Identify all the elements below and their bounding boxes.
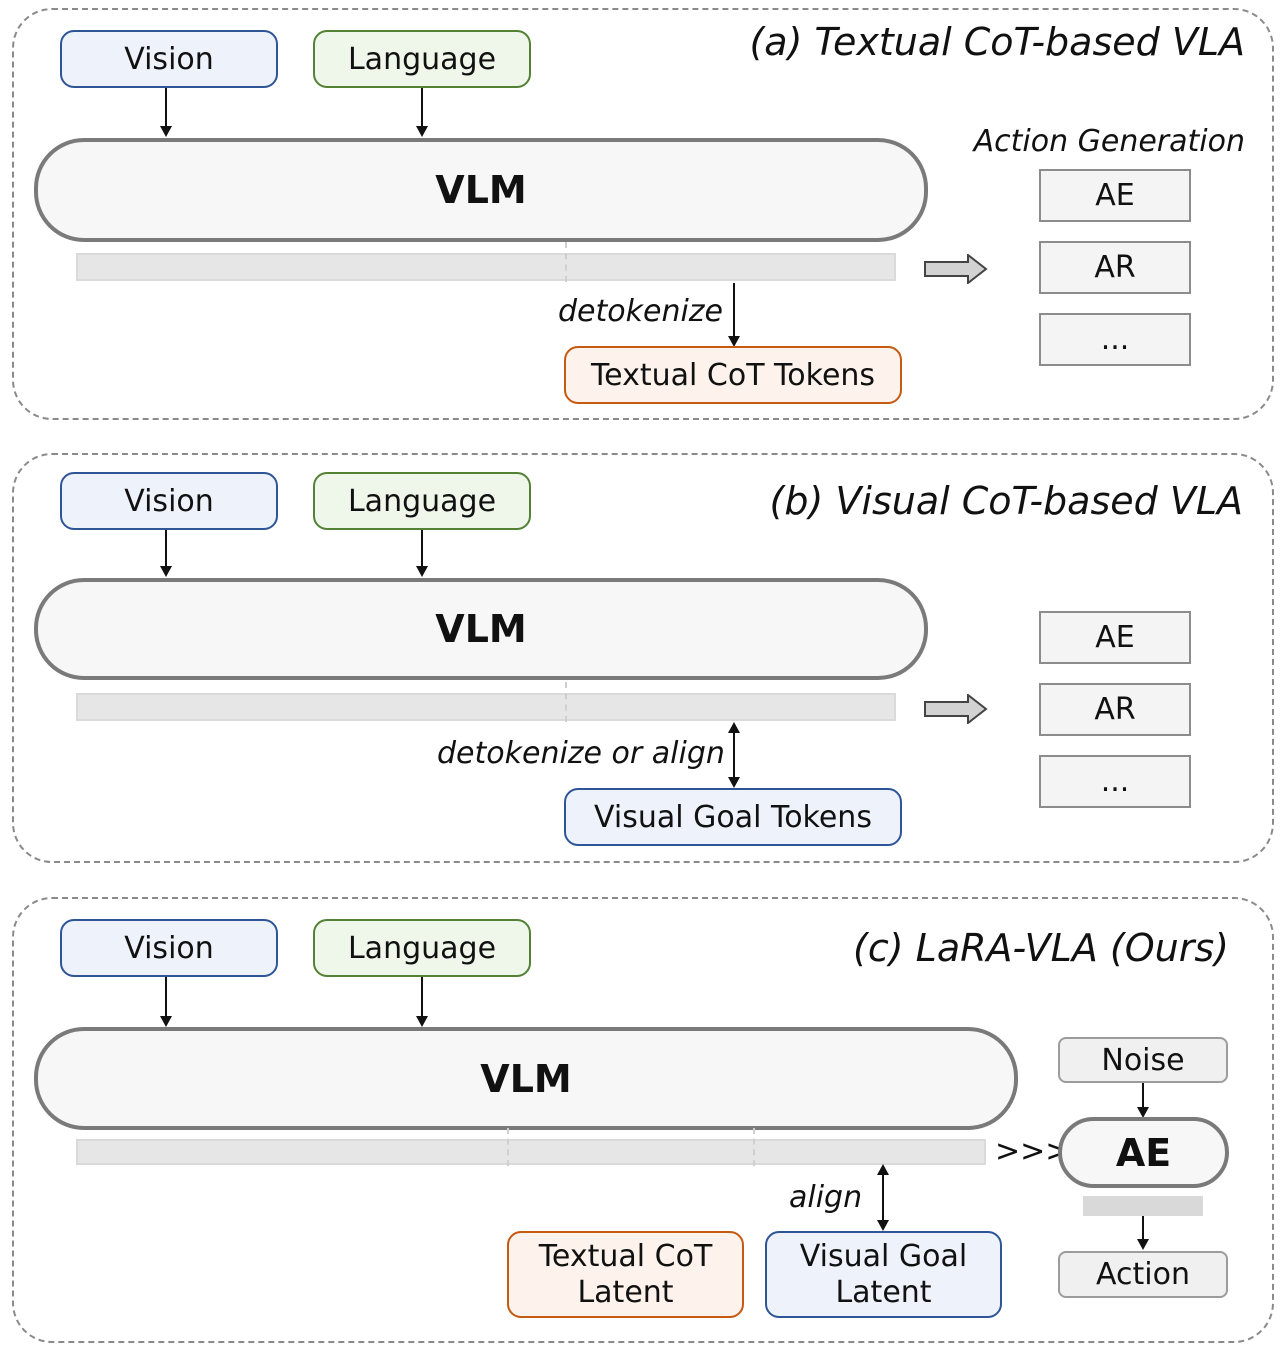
panel-b-vision-input: Vision	[60, 472, 278, 530]
panel-b-vlm: VLM	[34, 578, 928, 680]
panel-b-option-ar: AR	[1039, 683, 1191, 736]
panel-b-option-more: ...	[1039, 755, 1191, 808]
arrowhead-icon	[416, 566, 428, 577]
arrow-language-to-vlm-c	[421, 977, 423, 1018]
panel-c-token-bar	[76, 1139, 986, 1165]
panel-a-textual-cot-tokens: Textual CoT Tokens	[564, 346, 902, 404]
token-divider	[565, 242, 567, 282]
vlm-label: VLM	[435, 607, 527, 651]
panel-a-option-ar: AR	[1039, 241, 1191, 294]
panel-b-token-bar	[76, 693, 896, 721]
panel-a-flow-arrow-icon	[924, 254, 988, 284]
panel-b-flow-arrow-icon	[924, 694, 988, 724]
panel-a-detokenize-label: detokenize	[558, 294, 723, 329]
arrowhead-icon	[160, 126, 172, 137]
panel-c-action-token-bar	[1083, 1196, 1203, 1216]
panel-b-visual-cot-vla	[12, 453, 1274, 863]
panel-b-visual-goal-tokens: Visual Goal Tokens	[564, 788, 902, 846]
token-divider	[753, 1128, 755, 1166]
arrowhead-icon	[877, 1220, 889, 1231]
arrow-vision-to-vlm-a	[165, 88, 167, 128]
panel-c-vlm: VLM	[34, 1027, 1018, 1130]
arrowhead-icon	[728, 336, 740, 347]
arrow-language-to-vlm-a	[421, 88, 423, 128]
arrow-language-to-vlm-b	[421, 530, 423, 568]
panel-b-option-ae: AE	[1039, 611, 1191, 664]
panel-a-language-input: Language	[313, 30, 531, 88]
arrowhead-icon	[877, 1164, 889, 1175]
arrowhead-icon	[416, 126, 428, 137]
panel-a-option-ae: AE	[1039, 169, 1191, 222]
arrowhead-icon	[728, 777, 740, 788]
panel-a-title: (a) Textual CoT-based VLA	[749, 20, 1245, 64]
panel-a-token-bar	[76, 253, 896, 281]
panel-c-noise: Noise	[1058, 1037, 1228, 1083]
panel-a-action-generation-label: Action Generation	[973, 124, 1245, 159]
arrow-noise-to-ae	[1142, 1083, 1144, 1110]
panel-c-connector: >>>	[995, 1134, 1071, 1169]
panel-c-title: (c) LaRA-VLA (Ours)	[853, 926, 1229, 970]
arrowhead-icon	[728, 722, 740, 733]
latent-line: Visual Goal	[799, 1238, 968, 1274]
panel-c-language-input: Language	[313, 919, 531, 977]
arrowhead-icon	[160, 1016, 172, 1027]
panel-c-action: Action	[1058, 1251, 1228, 1298]
arrow-bidirectional-b	[733, 730, 735, 780]
panel-c-align-label: align	[789, 1180, 863, 1215]
panel-c-textual-cot-latent: Textual CoT Latent	[507, 1231, 744, 1318]
panel-a-textual-cot-vla	[12, 8, 1274, 420]
arrowhead-icon	[1137, 1107, 1149, 1118]
panel-b-detokenize-or-align-label: detokenize or align	[437, 736, 725, 771]
vlm-label: VLM	[435, 168, 527, 212]
arrowhead-icon	[1137, 1239, 1149, 1250]
panel-a-option-more: ...	[1039, 313, 1191, 366]
panel-c-action-expert: AE	[1058, 1117, 1229, 1188]
panel-a-vlm: VLM	[34, 138, 928, 242]
panel-a-vision-input: Vision	[60, 30, 278, 88]
token-divider	[565, 682, 567, 722]
panel-b-title: (b) Visual CoT-based VLA	[769, 479, 1243, 523]
panel-c-lara-vla	[12, 897, 1274, 1343]
latent-line: Latent	[835, 1274, 932, 1310]
panel-b-language-input: Language	[313, 472, 531, 530]
arrow-vision-to-vlm-c	[165, 977, 167, 1018]
panel-c-visual-goal-latent: Visual Goal Latent	[765, 1231, 1002, 1318]
panel-c-vision-input: Vision	[60, 919, 278, 977]
arrow-ae-to-action	[1142, 1216, 1144, 1240]
arrow-detokenize-a	[733, 283, 735, 338]
vlm-label: VLM	[480, 1056, 572, 1101]
arrow-bidirectional-c	[882, 1172, 884, 1222]
arrowhead-icon	[160, 566, 172, 577]
token-divider	[507, 1128, 509, 1166]
latent-line: Textual CoT	[538, 1238, 713, 1274]
arrowhead-icon	[416, 1016, 428, 1027]
arrow-vision-to-vlm-b	[165, 530, 167, 568]
latent-line: Latent	[577, 1274, 674, 1310]
